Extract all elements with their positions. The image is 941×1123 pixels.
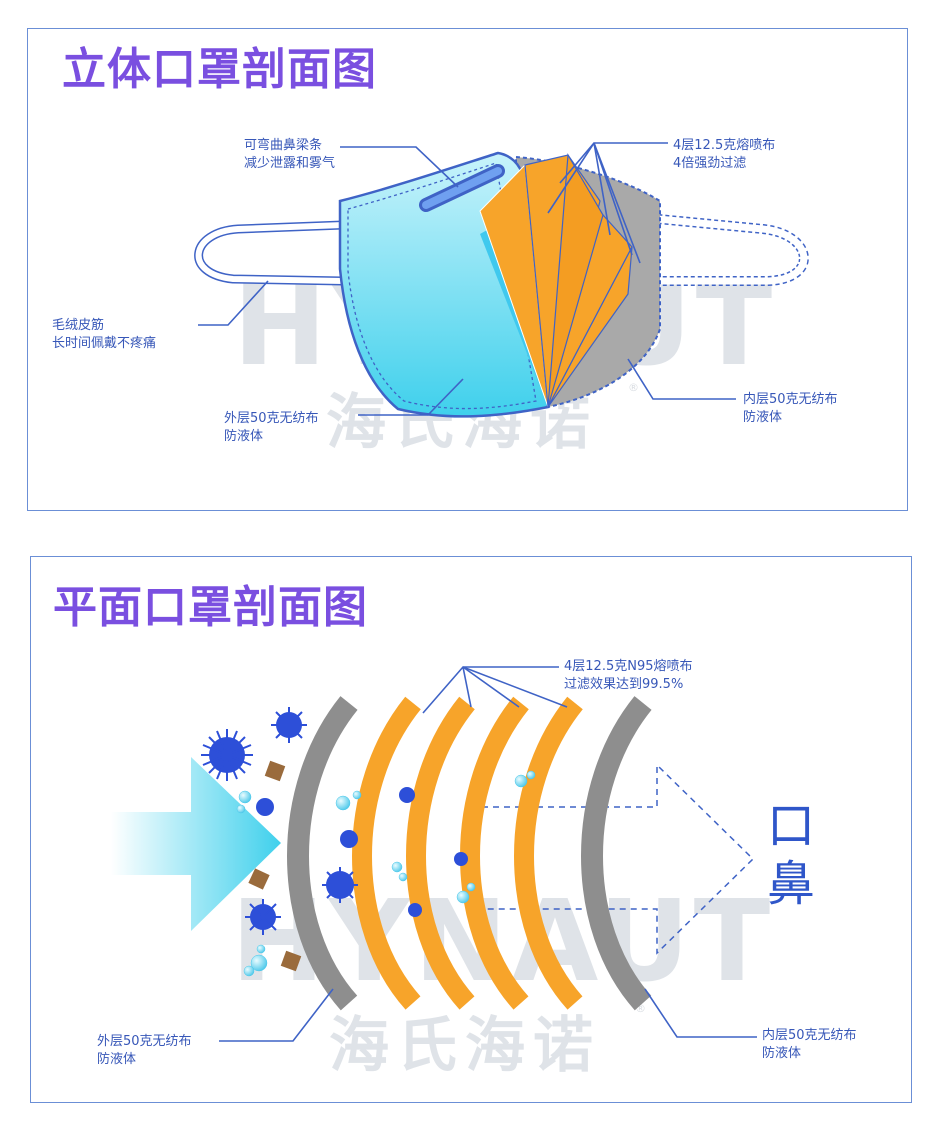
label-ear-loop: 毛绒皮筋 长时间佩戴不疼痛 <box>52 318 157 351</box>
label-outer-layer: 外层50克无纺布 防液体 <box>224 411 319 444</box>
melt-blown-band-4 <box>514 696 583 1010</box>
flat-mask-illustration <box>111 666 757 1042</box>
airflow-arrow <box>111 757 281 931</box>
leader-inner-layer-2 <box>644 988 757 1038</box>
leader-inner-layer <box>627 358 736 400</box>
outer-layer-band <box>287 696 358 1011</box>
inner-layer-band <box>581 696 652 1011</box>
leader-outer-layer <box>358 378 464 416</box>
leader-melt-blown-2 <box>422 666 559 714</box>
label-outer-layer-flat: 外层50克无纺布 防液体 <box>97 1034 192 1067</box>
leader-ear-loop <box>198 280 269 326</box>
leader-outer-layer-2 <box>219 988 334 1042</box>
label-melt-blown: 4层12.5克熔喷布 4倍强劲过滤 <box>673 138 776 171</box>
mouth-char: 口 <box>767 798 816 854</box>
watermark-haishi: 海氏海诺 <box>329 1011 601 1081</box>
melt-blown-band-3 <box>460 696 529 1010</box>
label-nose-bar: 可弯曲鼻梁条 减少泄露和雾气 <box>244 138 336 171</box>
melt-blown-band-1 <box>352 696 421 1010</box>
watermark-registered-mark: ® <box>628 381 639 394</box>
3d-mask-illustration <box>194 142 809 418</box>
label-inner-layer: 内层50克无纺布 防液体 <box>743 392 838 425</box>
panel-3d-title: 立体口罩剖面图 <box>62 44 377 95</box>
panel-flat-mask: HYNAUT 海氏海诺 ® <box>30 556 912 1103</box>
nose-char: 鼻 <box>767 856 816 912</box>
watermark-registered-mark: ® <box>635 1002 646 1015</box>
droplet-particles <box>236 770 536 977</box>
dust-particles <box>248 760 302 972</box>
label-melt-blown-n95: 4层12.5克N95熔喷布 过滤效果达到99.5% <box>564 659 693 692</box>
panel-flat-title: 平面口罩剖面图 <box>53 582 368 633</box>
label-inner-layer-flat: 内层50克无纺布 防液体 <box>762 1028 857 1061</box>
melt-blown-band-2 <box>406 696 475 1010</box>
mouth-nose-label: 口 鼻 <box>767 797 815 913</box>
leader-nose-bar <box>340 146 459 188</box>
clean-air-arrow <box>471 763 755 955</box>
panel-3d-mask: HYNAUT 海氏海诺 ® <box>27 28 908 511</box>
